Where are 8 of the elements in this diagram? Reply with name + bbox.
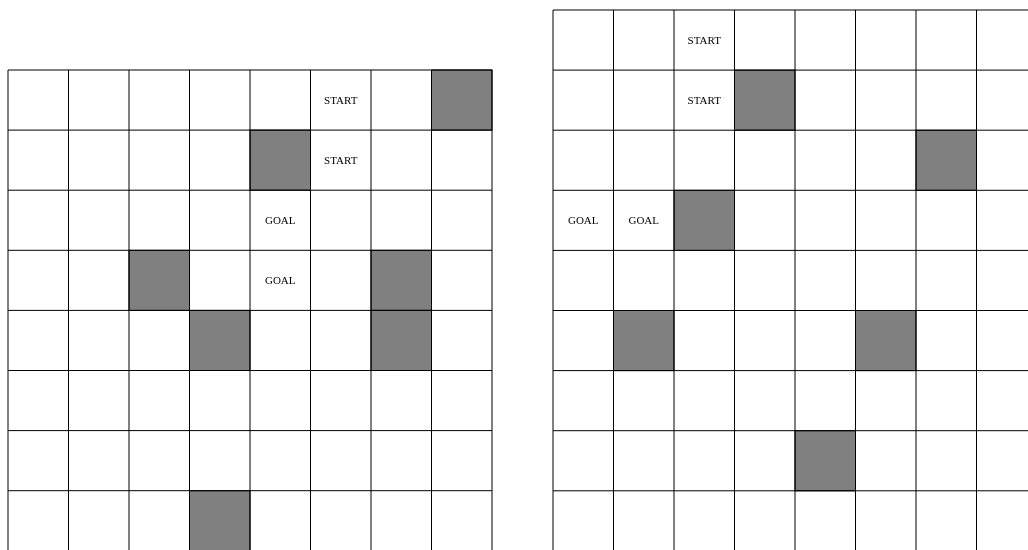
grid-label: START <box>687 94 721 107</box>
grid-label: GOAL <box>264 214 296 227</box>
grid-label: GOAL <box>264 274 296 287</box>
grid-label: START <box>324 94 358 107</box>
grid-label: START <box>324 154 358 167</box>
grid-label: GOAL <box>628 214 660 227</box>
grid-label: START <box>687 34 721 47</box>
grid-label: GOAL <box>567 214 599 227</box>
